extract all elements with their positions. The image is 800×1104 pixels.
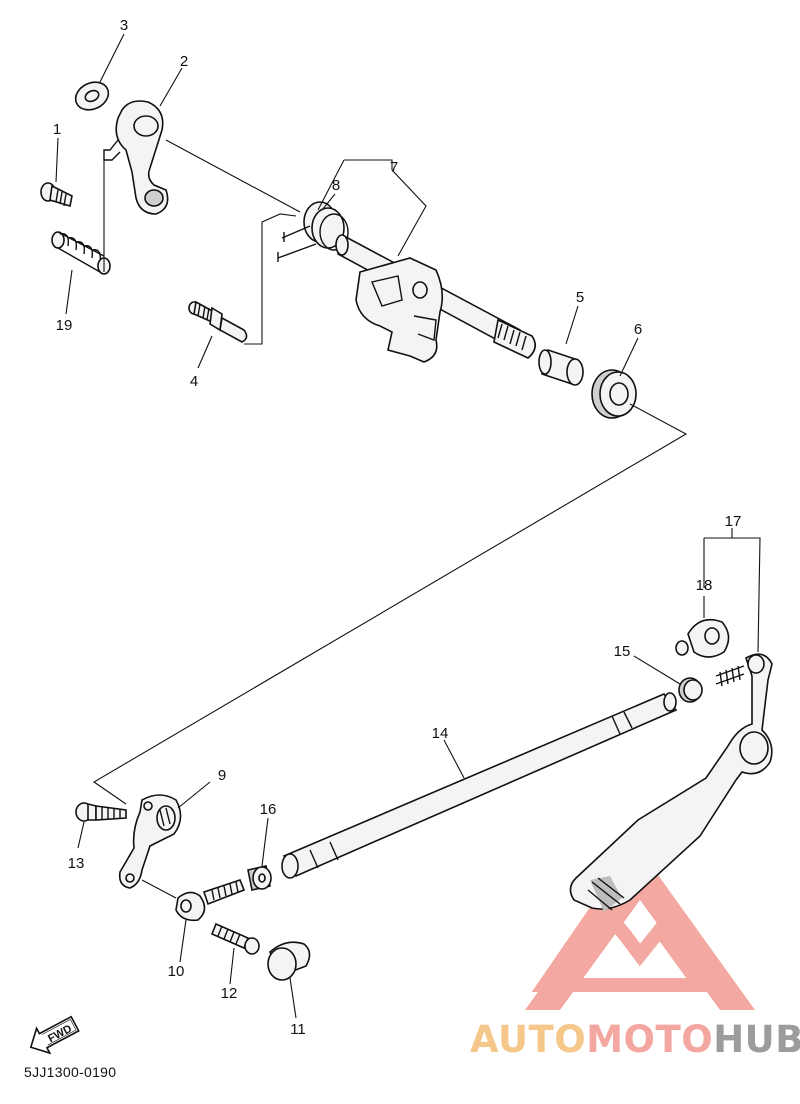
watermark-logo <box>525 850 755 1010</box>
callout-16: 16 <box>260 801 277 818</box>
part-15-nut <box>678 677 703 703</box>
assembly-lines <box>92 139 688 899</box>
callout-8: 8 <box>332 177 340 194</box>
part-9-shift-arm <box>118 794 182 889</box>
document-code: 5JJ1300-0190 <box>24 1064 117 1080</box>
watermark-auto: AUTO <box>470 1018 587 1061</box>
part-18-joint <box>675 618 730 658</box>
part-12-bolt <box>210 922 260 955</box>
part-14-shift-rod <box>281 692 678 879</box>
callout-14: 14 <box>432 725 449 742</box>
part-2-stopper-lever <box>103 100 169 215</box>
callout-17: 17 <box>725 513 742 530</box>
part-13-bolt <box>75 802 127 822</box>
callout-7: 7 <box>390 159 398 176</box>
watermark-hub: HUB <box>713 1018 800 1061</box>
callout-18: 18 <box>696 577 713 594</box>
part-16-nut <box>247 865 272 891</box>
callout-labels: 1 2 3 4 5 6 7 8 9 10 11 12 13 14 15 16 1… <box>53 17 742 1038</box>
part-19-spring <box>51 231 111 275</box>
callout-10: 10 <box>168 963 185 980</box>
callout-15: 15 <box>614 643 631 660</box>
part-6-oil-seal <box>591 369 637 419</box>
fwd-label: FWD <box>46 1023 74 1045</box>
watermark-moto: MOTO <box>586 1018 714 1061</box>
callout-2: 2 <box>180 53 188 70</box>
part-4-stud-bolt <box>188 300 248 343</box>
part-1-bolt <box>40 182 73 208</box>
watermark-text: AUTOMOTOHUB <box>470 1018 800 1061</box>
callout-11: 11 <box>290 1021 306 1038</box>
part-3-washer <box>74 81 110 111</box>
part-7-shift-shaft <box>335 234 536 363</box>
callout-5: 5 <box>576 289 584 306</box>
callout-12: 12 <box>221 985 238 1002</box>
callout-leaders <box>55 33 761 1019</box>
callout-1: 1 <box>53 121 61 138</box>
part-8-torsion-spring <box>277 201 349 262</box>
callout-4: 4 <box>190 373 198 390</box>
callout-6: 6 <box>634 321 642 338</box>
part-5-collar <box>538 348 584 386</box>
fwd-arrow-icon: FWD <box>29 1015 80 1055</box>
part-17-shift-pedal <box>569 653 773 912</box>
part-11-cap <box>267 941 311 981</box>
callout-3: 3 <box>120 17 128 34</box>
callout-13: 13 <box>68 855 85 872</box>
callout-9: 9 <box>218 767 226 784</box>
part-10-joint <box>175 879 246 922</box>
callout-19: 19 <box>56 317 73 334</box>
